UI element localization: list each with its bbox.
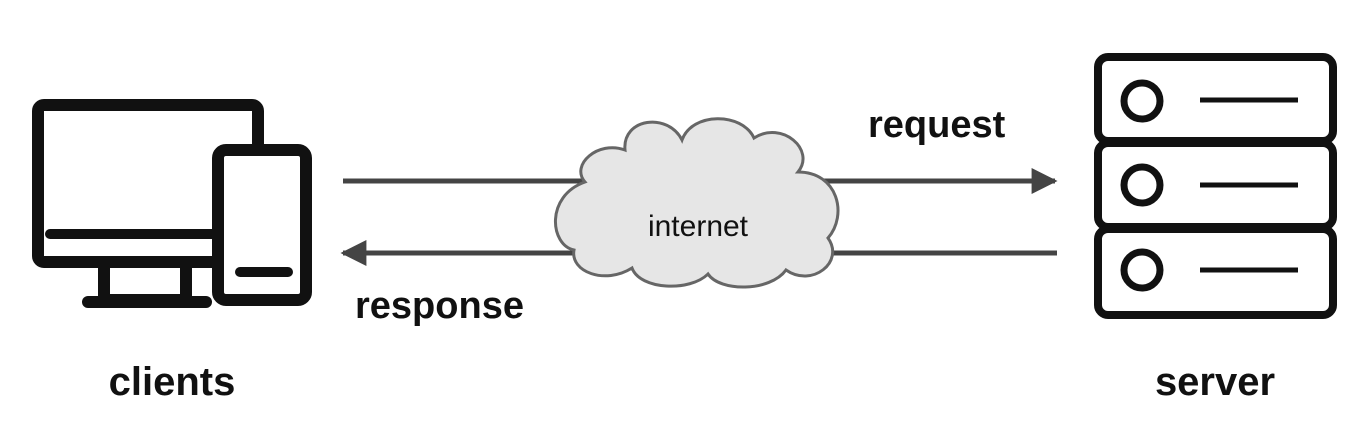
cloud-icon bbox=[553, 117, 840, 289]
server-led-2 bbox=[1120, 163, 1164, 207]
server-icon bbox=[1094, 53, 1337, 319]
clients-icon bbox=[32, 99, 312, 308]
phone-icon bbox=[212, 144, 312, 306]
request-label: request bbox=[868, 104, 1006, 146]
server-led-3 bbox=[1120, 248, 1164, 292]
clients-label: clients bbox=[109, 360, 236, 404]
server-unit-3 bbox=[1094, 225, 1337, 319]
server-led-1 bbox=[1120, 79, 1164, 123]
monitor-stand bbox=[98, 256, 192, 306]
server-label: server bbox=[1155, 360, 1275, 404]
internet-label: internet bbox=[648, 210, 749, 243]
response-label: response bbox=[355, 285, 524, 327]
